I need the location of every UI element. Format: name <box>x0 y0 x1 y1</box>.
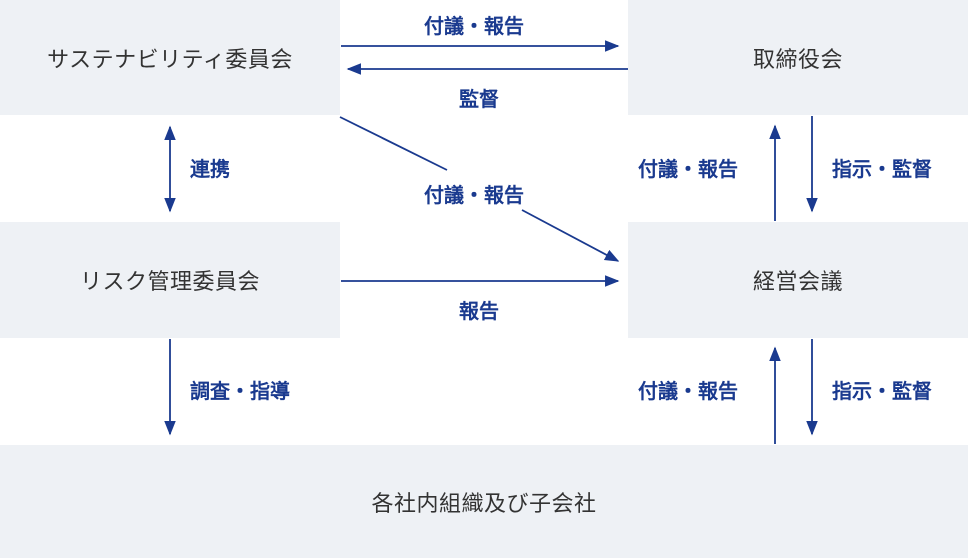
node-risk-committee: リスク管理委員会 <box>0 222 340 338</box>
label-sus-to-board: 付議・報告 <box>424 14 524 38</box>
label-sus-risk: 連携 <box>190 157 230 181</box>
label-risk-to-mgmt: 報告 <box>459 299 499 323</box>
label-mgmt-to-group: 指示・監督 <box>832 379 932 403</box>
node-sustainability-committee: サステナビリティ委員会 <box>0 0 340 115</box>
arrow-sus-to-mgmt-b <box>521 209 620 262</box>
label-mgmt-to-board: 付議・報告 <box>638 157 738 181</box>
arrow-sus-to-mgmt-a <box>339 116 448 171</box>
label-sus-to-mgmt: 付議・報告 <box>424 183 524 207</box>
node-management-meeting: 経営会議 <box>628 222 968 338</box>
label-risk-to-group: 調査・指導 <box>190 379 290 403</box>
node-board-of-directors: 取締役会 <box>628 0 968 115</box>
node-group-companies: 各社内組織及び子会社 <box>0 445 968 558</box>
label-board-to-mgmt: 指示・監督 <box>832 157 932 181</box>
label-group-to-mgmt: 付議・報告 <box>638 379 738 403</box>
label-board-to-sus: 監督 <box>459 87 499 111</box>
